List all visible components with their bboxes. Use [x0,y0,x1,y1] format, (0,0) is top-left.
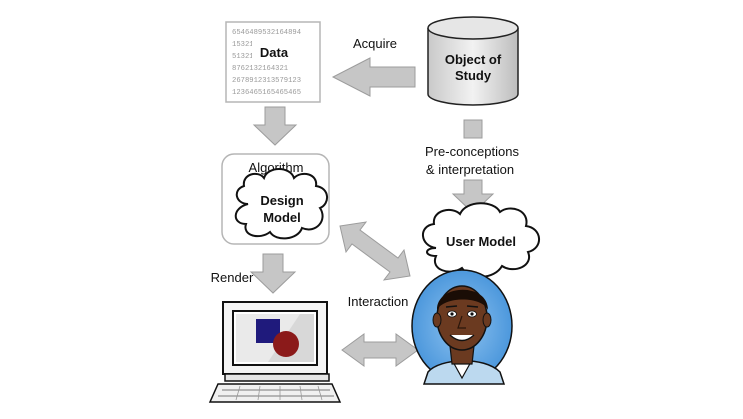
render-arrow [249,253,297,294]
design-model-cloud: Design Model [234,168,328,240]
interaction-label: Interaction [348,294,409,309]
user-face-icon [411,269,513,385]
model-comparison-double-arrow [339,221,411,281]
design-model-line2: Model [263,210,301,225]
data-digits-row: 8762132164321 [232,65,288,73]
acquire-arrow [331,57,416,97]
object-of-study-cylinder: Object of Study [427,16,519,106]
data-block: 6546489532164894 1532164894 513216489431… [225,21,321,103]
interaction-double-arrow [341,333,419,367]
keyboard-icon [208,383,342,403]
preconceptions-label-line1: Pre-conceptions [425,144,519,159]
data-digits-row: 2678912313579123 [232,77,301,85]
object-label-line2: Study [455,68,492,83]
user-model-cloud: User Model [422,202,540,278]
data-label: Data [260,45,289,60]
data-label-backdrop [252,40,296,64]
acquire-label: Acquire [353,36,397,51]
data-digits-row: 1236465165465465 [232,89,301,97]
data-to-algorithm-arrow [252,106,298,146]
object-label-line1: Object of [445,52,502,67]
preconceptions-label-line2: & interpretation [426,162,514,177]
design-model-line1: Design [260,193,303,208]
render-label: Render [211,270,254,285]
user-model-label: User Model [446,234,516,249]
monitor-red-circle [273,331,299,357]
monitor-icon [208,301,342,403]
data-digits-row: 6546489532164894 [232,29,301,37]
preconceptions-arrow [463,119,483,139]
